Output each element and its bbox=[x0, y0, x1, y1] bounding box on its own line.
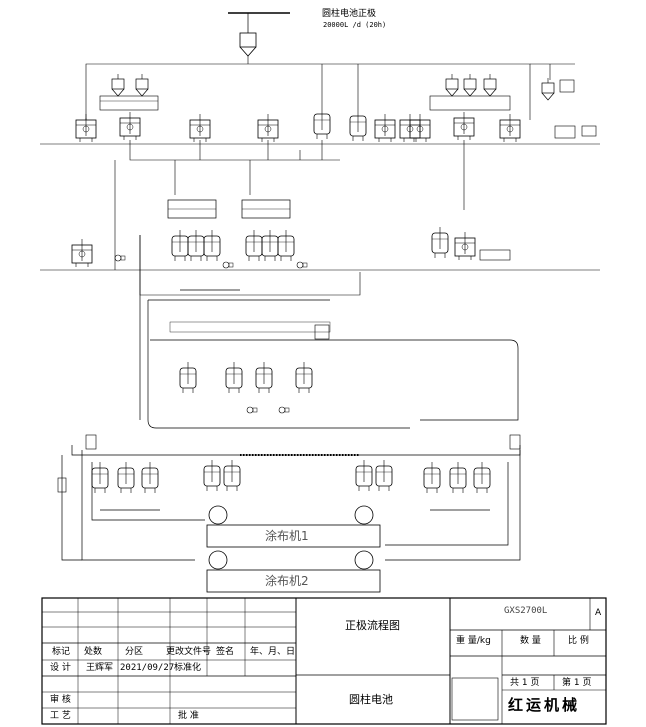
storage-tanks bbox=[169, 321, 331, 414]
process-label: 工 艺 bbox=[50, 711, 71, 721]
standardize-label: 标准化 bbox=[174, 663, 202, 673]
header-mark: 标记 bbox=[52, 647, 71, 657]
design-date: 2021/09/27 bbox=[120, 663, 175, 673]
company-name: 红运机械 bbox=[508, 696, 581, 714]
upper-middle-equipment bbox=[313, 64, 421, 143]
coater-2-label: 涂布机2 bbox=[265, 574, 309, 588]
header-zone: 分区 bbox=[125, 647, 144, 657]
coating-feed-lines bbox=[61, 445, 521, 561]
upper-left-equipment bbox=[75, 73, 279, 143]
page-number: 第 1 页 bbox=[562, 678, 592, 688]
quantity-label: 数 量 bbox=[520, 636, 541, 646]
drawing-number: GXS2700L bbox=[504, 606, 548, 616]
header-sign: 签名 bbox=[216, 647, 235, 657]
design-label: 设 计 bbox=[50, 663, 71, 673]
circulation-loop bbox=[139, 235, 519, 429]
header-date: 年、月、日 bbox=[250, 647, 296, 657]
header-count: 处数 bbox=[84, 647, 103, 657]
transfer-pipes bbox=[114, 140, 465, 296]
designer-name: 王辉军 bbox=[86, 663, 114, 673]
review-label: 审 核 bbox=[50, 695, 71, 705]
total-pages: 共 1 页 bbox=[510, 678, 540, 688]
approve-label: 批 准 bbox=[178, 711, 199, 721]
coater-1-box bbox=[206, 524, 381, 548]
coater-2-box bbox=[206, 569, 381, 593]
revision: A bbox=[595, 608, 602, 618]
coating-tanks bbox=[57, 434, 521, 570]
drawing-capacity: 20000L /d (20h) bbox=[323, 21, 387, 29]
drawing-title: 圆柱电池正极 bbox=[322, 9, 377, 19]
drawing-name: 正极流程图 bbox=[345, 619, 400, 632]
silo bbox=[239, 32, 257, 48]
scale-label: 比 例 bbox=[568, 636, 589, 646]
middle-level-equipment bbox=[71, 199, 511, 269]
coater-1-label: 涂布机1 bbox=[265, 529, 309, 543]
upper-right-equipment bbox=[409, 63, 597, 143]
weight-label: 重 量/kg bbox=[456, 636, 491, 646]
product-name: 圆柱电池 bbox=[349, 693, 393, 706]
header-change-doc: 更改文件号 bbox=[166, 647, 212, 657]
main-header-pipe bbox=[85, 63, 531, 120]
title-block-frame bbox=[41, 597, 607, 725]
